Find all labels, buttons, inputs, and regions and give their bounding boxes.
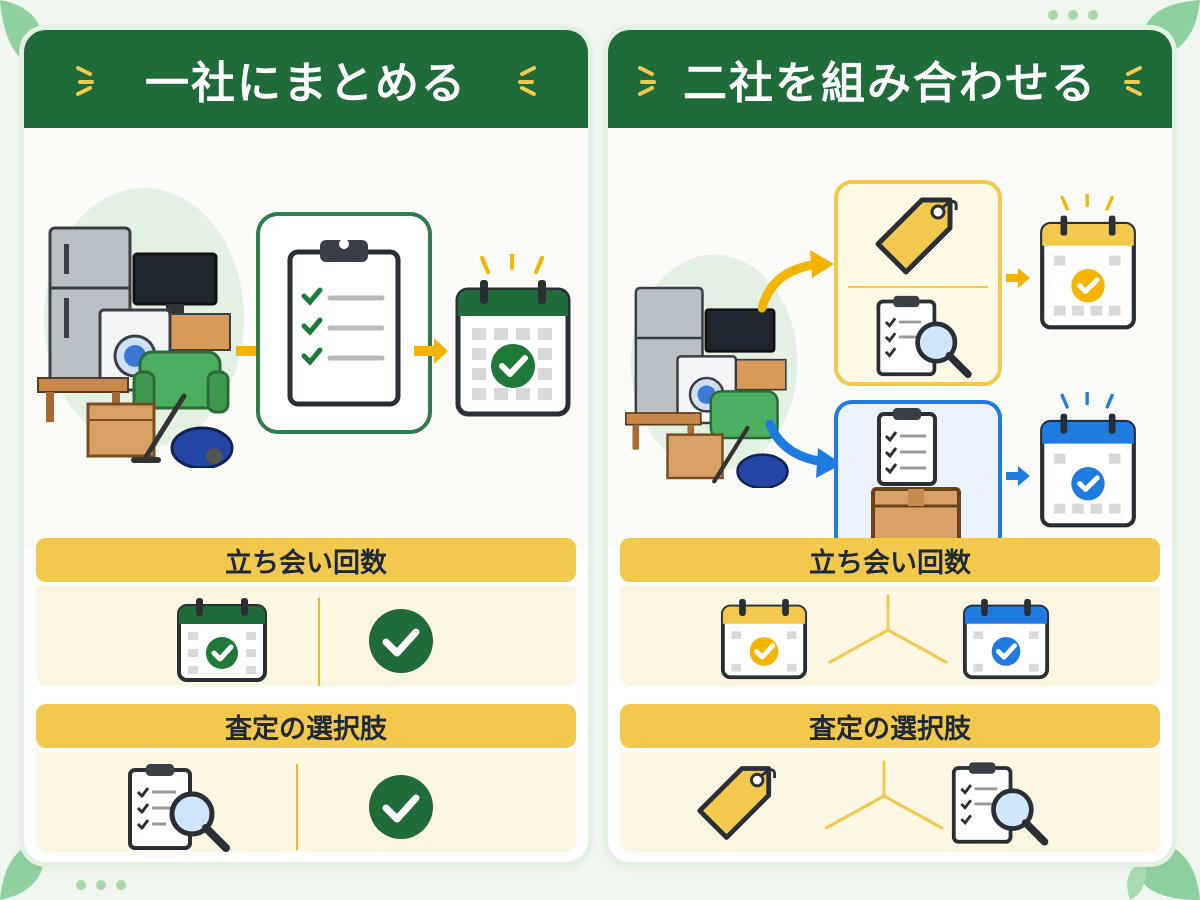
dots-decoration bbox=[1048, 10, 1098, 20]
cardboard-box-icon bbox=[86, 402, 156, 458]
row-divider bbox=[318, 598, 320, 686]
clipboard-magnifier-icon bbox=[128, 764, 230, 852]
low-table-icon bbox=[37, 377, 129, 393]
calendar-check-icon bbox=[455, 254, 571, 417]
left-panel-header: 一社にまとめる bbox=[24, 30, 588, 128]
sparkle-icon bbox=[1124, 66, 1142, 96]
vacuum-cleaner-icon bbox=[141, 393, 187, 463]
furniture-appliances-group bbox=[625, 254, 798, 488]
row-label-attendance: 立ち会い回数 bbox=[620, 538, 1160, 582]
arrow-right-icon bbox=[1006, 466, 1030, 486]
row-divider bbox=[296, 764, 298, 850]
dots-decoration bbox=[76, 880, 126, 890]
branch-lines-icon bbox=[828, 594, 948, 664]
sparkle-icon bbox=[518, 66, 536, 96]
right-panel: 二社を組み合わせる bbox=[608, 30, 1172, 862]
left-flow-scene bbox=[24, 128, 588, 548]
check-circle-icon bbox=[369, 609, 433, 673]
calendar-check-icon bbox=[177, 598, 267, 682]
row-body-assessment bbox=[36, 752, 576, 852]
calendar-blue-check-icon bbox=[962, 598, 1050, 680]
sparkle-icon bbox=[638, 66, 656, 96]
left-panel-title: 一社にまとめる bbox=[145, 58, 467, 109]
clipboard-magnifier-icon bbox=[876, 295, 972, 378]
check-circle-icon bbox=[369, 775, 433, 839]
top-branch-divider bbox=[848, 286, 988, 288]
right-flow-scene bbox=[608, 128, 1172, 554]
calendar-yellow-check-icon bbox=[1040, 194, 1136, 330]
row-body-attendance bbox=[36, 586, 576, 686]
right-panel-title: 二社を組み合わせる bbox=[683, 58, 1097, 109]
row-label-attendance: 立ち会い回数 bbox=[36, 538, 576, 582]
price-tag-icon bbox=[697, 766, 777, 840]
right-panel-header: 二社を組み合わせる bbox=[608, 30, 1172, 128]
arrow-right-icon bbox=[1006, 268, 1030, 288]
row-label-assessment: 査定の選択肢 bbox=[36, 704, 576, 748]
row-label-assessment: 査定の選択肢 bbox=[620, 704, 1160, 748]
furniture-appliances-group bbox=[37, 188, 244, 468]
clipboard-checklist-icon bbox=[877, 408, 937, 486]
arrow-right-icon bbox=[414, 338, 448, 364]
television-icon bbox=[132, 252, 218, 306]
branch-lines-icon bbox=[824, 760, 944, 830]
calendar-yellow-check-icon bbox=[720, 598, 808, 680]
sparkle-icon bbox=[76, 66, 94, 96]
branch-arrow-up-icon bbox=[758, 250, 834, 313]
calendar-blue-check-icon bbox=[1040, 392, 1136, 528]
clipboard-magnifier-icon bbox=[951, 762, 1049, 846]
clipboard-checklist-icon bbox=[287, 239, 401, 407]
row-body-attendance bbox=[620, 586, 1160, 686]
left-panel: 一社にまとめる bbox=[24, 30, 588, 862]
price-tag-icon bbox=[875, 197, 958, 275]
branch-arrow-down-icon bbox=[766, 420, 842, 478]
